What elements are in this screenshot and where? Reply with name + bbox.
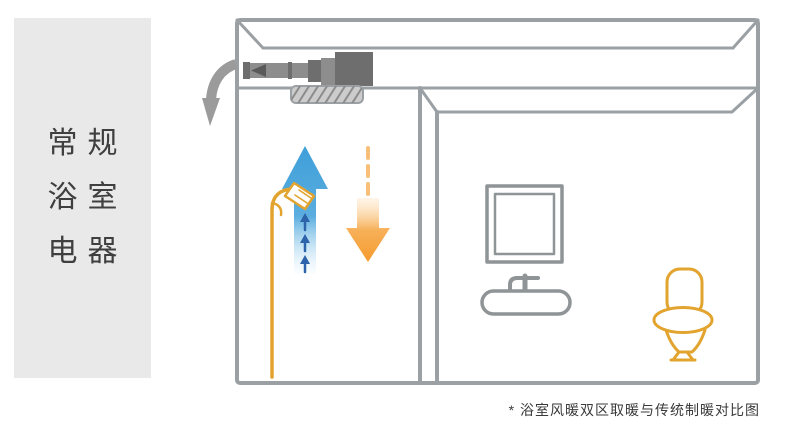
shower-fixture-icon (270, 181, 316, 379)
mirror-outer-frame (485, 184, 564, 264)
partition-wall (418, 86, 760, 383)
airflow-up-mini-arrows (300, 213, 310, 274)
mirror-inner-frame (493, 192, 556, 256)
unit-collar (321, 58, 335, 86)
unit-body (335, 52, 373, 86)
dry-zone-ceiling-line (418, 86, 760, 114)
shower-riser-pipe (270, 187, 296, 379)
mini-up-arrow-head-1 (300, 255, 310, 264)
mini-up-arrow-head-3 (300, 213, 310, 222)
duct-airflow-left-arrow (251, 64, 266, 77)
ceiling-perspective-lines (235, 18, 760, 50)
panel-text-line-1: 常规 (47, 127, 128, 160)
mini-up-arrow-head-2 (300, 234, 310, 243)
duct-tip-cap (243, 62, 250, 79)
faucet-spout (508, 276, 529, 291)
warm-air-down-arrow (346, 146, 390, 262)
shower-hose-hook (270, 201, 283, 217)
toilet-icon (652, 267, 714, 362)
side-panel: 常规 浴室 电器 (14, 18, 151, 378)
toilet-base (669, 350, 697, 362)
room-outer-wall (235, 18, 760, 385)
shower-head-nozzle-lines (290, 189, 312, 209)
sink-counter (480, 289, 572, 316)
panel-text-line-2: 浴室 (47, 181, 128, 214)
duct-seam (288, 62, 292, 79)
fan-heater-unit (243, 52, 373, 86)
unit-coupler (308, 60, 321, 82)
sink-icon (480, 273, 572, 316)
mirror-icon (485, 184, 564, 264)
exhaust-arrow-curve (206, 59, 238, 101)
panel-text-line-3: 电器 (47, 235, 128, 268)
warm-air-arrow-body (346, 198, 390, 262)
grille-hatch-lines (291, 86, 363, 103)
exhaust-air-arrow (202, 59, 238, 126)
toilet-bowl-rim (652, 306, 714, 334)
vent-grille (290, 85, 364, 104)
exhaust-arrow-head (202, 98, 220, 126)
figure-caption: * 浴室风暖双区取暖与传统制暖对比图 (508, 402, 760, 418)
